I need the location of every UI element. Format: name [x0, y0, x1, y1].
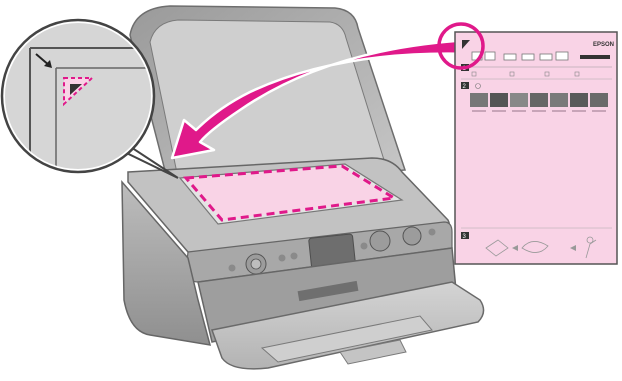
photo-thumbnails — [470, 93, 608, 107]
sheet-brand: EPSON — [593, 42, 614, 48]
index-sheet-illustration: EPSON 1 2 — [455, 32, 617, 264]
